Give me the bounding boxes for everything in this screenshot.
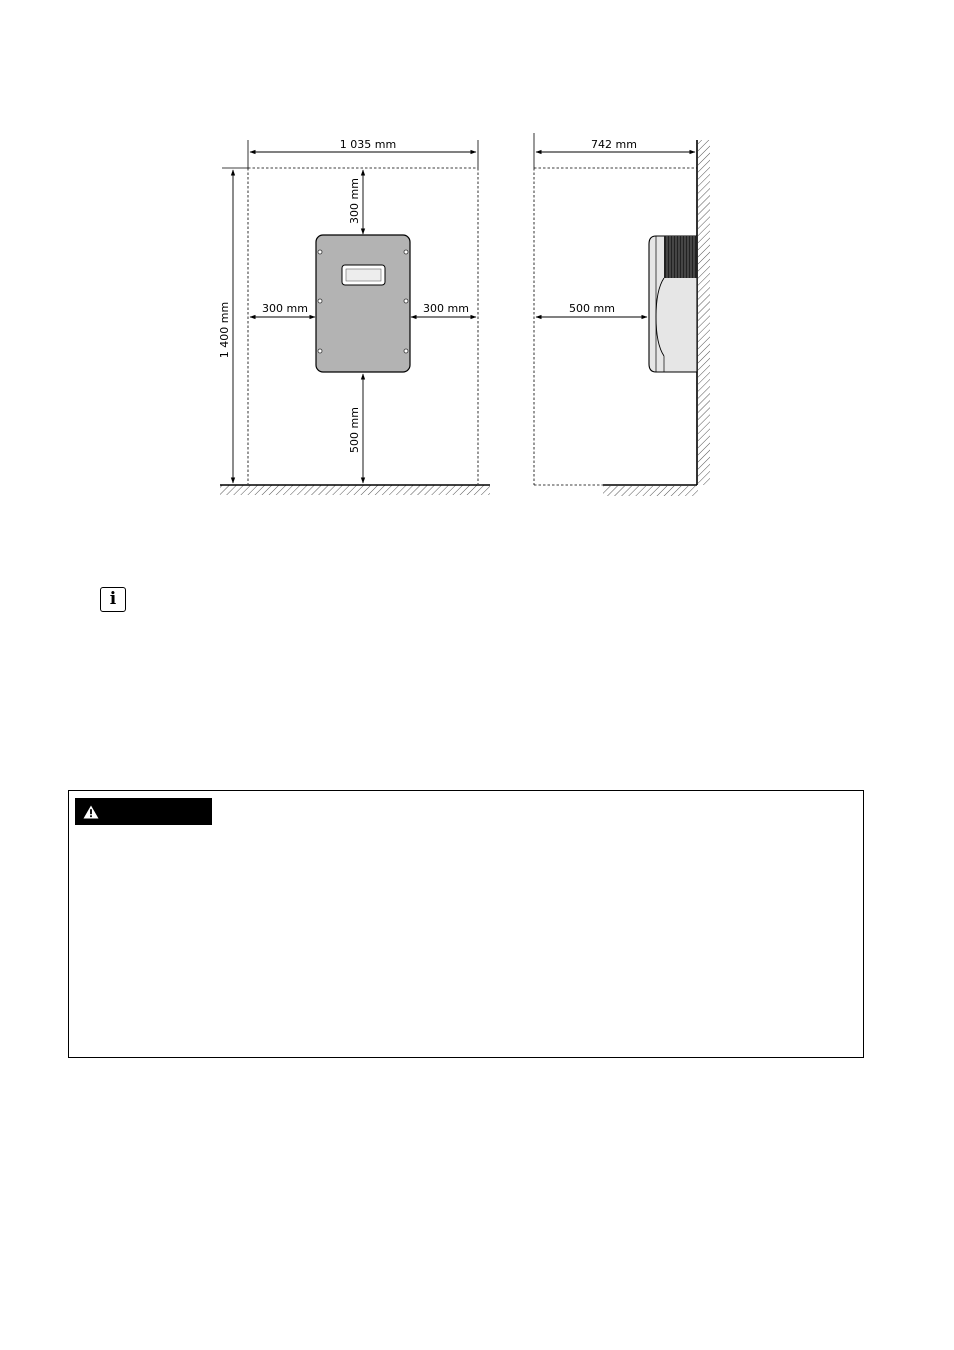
wall-clearance-diagram: 1 035 mm 1 400 mm 300 mm 500 mm 300 mm 3… <box>218 133 710 496</box>
side-clearance-zone <box>533 167 697 486</box>
side-floor <box>603 484 698 496</box>
info-icon: i <box>100 587 126 612</box>
wall <box>696 140 710 485</box>
bottom-clearance-label: 500 mm <box>348 407 361 453</box>
floor <box>220 484 490 495</box>
right-clearance-label: 300 mm <box>423 302 469 315</box>
front-clearance-label: 500 mm <box>569 302 615 315</box>
device-side <box>648 235 698 373</box>
top-clearance-label: 300 mm <box>348 178 361 224</box>
left-clearance-label: 300 mm <box>262 302 308 315</box>
warning-label <box>75 798 212 825</box>
front-width-label: 1 035 mm <box>340 138 396 151</box>
warning-box <box>68 790 864 1058</box>
front-clearance-zone <box>247 167 479 484</box>
warning-triangle-icon <box>83 805 99 818</box>
front-height-label: 1 400 mm <box>218 302 231 358</box>
front-view: 1 035 mm 1 400 mm 300 mm 500 mm 300 mm 3… <box>218 138 490 495</box>
side-view: 742 mm 500 mm <box>533 133 710 496</box>
side-depth-label: 742 mm <box>591 138 637 151</box>
device-front <box>315 234 411 373</box>
info-glyph: i <box>109 589 117 609</box>
